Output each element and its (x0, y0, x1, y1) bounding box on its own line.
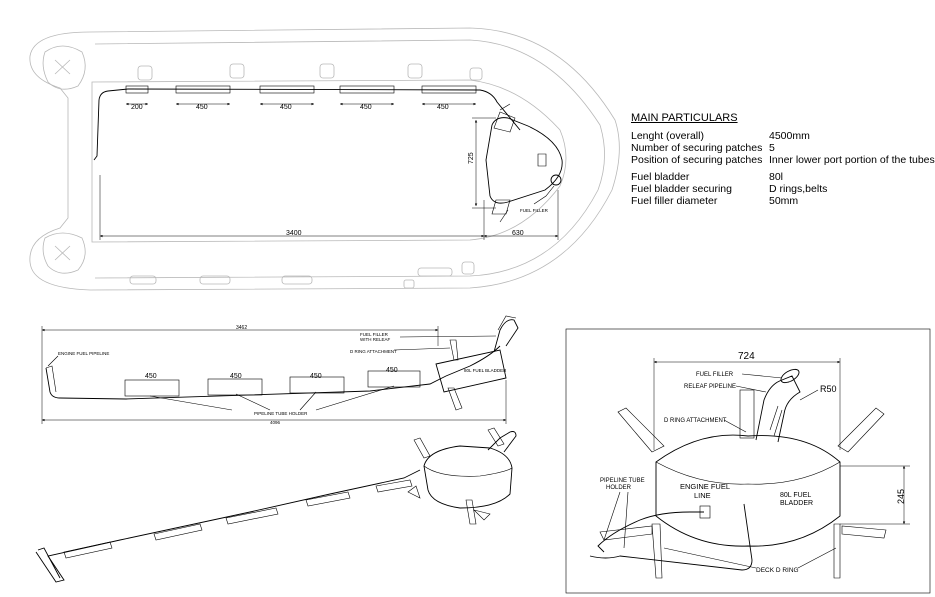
main-particulars-title: MAIN PARTICULARS (631, 112, 738, 124)
plan-patch-dim-3: 450 (280, 104, 292, 111)
detail-tube-holder-label-1: PIPELINE TUBE (600, 478, 645, 484)
side-filler-label-2: WITH RELEAF (360, 337, 391, 342)
side-fuel-bladder (435, 349, 507, 393)
detail-d-rings (599, 407, 887, 579)
spec-row-patches: Number of securing patches 5 (631, 142, 931, 154)
spec-value: D rings,belts (769, 183, 828, 195)
plan-patches (125, 85, 477, 94)
side-tube-holder-label: PIPELINE TUBE HOLDER (254, 411, 308, 416)
detail-bladder-label-1: 80L FUEL (780, 492, 811, 499)
detail-bladder-label-2: BLADDER (780, 500, 813, 507)
main-particulars: MAIN PARTICULARS Lenght (overall) 4500mm… (631, 112, 935, 207)
side-total-dim: 4096 (270, 420, 281, 425)
plan-tank-offset-dim: 630 (512, 230, 524, 237)
spec-value: 5 (769, 142, 775, 154)
spec-row-bladder: Fuel bladder 80l (631, 171, 931, 183)
iso-patches (63, 479, 413, 559)
plan-dimensions: 200 450 450 450 450 3400 630 725 (99, 102, 559, 240)
iso-fuel-pipeline (35, 469, 421, 583)
spec-value: 50mm (769, 195, 799, 207)
spec-label: Number of securing patches (631, 142, 763, 154)
spec-value: 4500mm (769, 130, 810, 142)
plan-view: FUEL FILLER 200 450 450 450 450 3400 630… (29, 27, 620, 291)
spec-value: Inner lower port portion of the tubes (769, 154, 935, 166)
side-patch-dim-1: 450 (145, 373, 157, 380)
side-patch-dim-3: 450 (310, 373, 322, 380)
side-filler-label-1: FUEL FILLER (360, 332, 389, 337)
detail-fuel-bladder (655, 434, 841, 547)
detail-tube-holder-label-2: HOLDER (606, 485, 632, 491)
side-d-ring-label: D RING ATTACHMENT (350, 349, 397, 354)
detail-releaf-label: RELEAF PIPELINE (684, 384, 736, 390)
side-overall-dim: 3462 (236, 325, 247, 331)
isometric-view (35, 427, 517, 583)
spec-row-securing: Fuel bladder securing D rings,belts (631, 183, 931, 195)
detail-radius-dim: R50 (820, 384, 837, 394)
detail-d-ring-label: D RING ATTACHMENT (664, 418, 727, 424)
detail-height-dim: 245 (896, 489, 906, 504)
detail-view: 724 245 R50 FUEL FILLER RELEAF PI (565, 328, 931, 594)
iso-fuel-bladder (423, 445, 513, 509)
spec-label: Lenght (overall) (631, 130, 704, 142)
spec-label: Fuel bladder (631, 171, 690, 183)
spec-label: Position of securing patches (631, 154, 763, 166)
spec-row-position: Position of securing patches Inner lower… (631, 154, 935, 166)
detail-engine-fuel-line (597, 511, 704, 553)
detail-frame (565, 328, 931, 594)
spec-row-length: Lenght (overall) 4500mm (631, 130, 931, 142)
side-patch-dim-4: 450 (386, 367, 398, 374)
plan-patch-dim-5: 450 (437, 104, 449, 111)
plan-patch-dim-2: 450 (196, 104, 208, 111)
detail-fuel-filler (755, 375, 801, 443)
side-fuel-pipeline (45, 345, 501, 400)
spec-label: Fuel filler diameter (631, 195, 718, 207)
side-engine-pipeline-label: ENGINE FUEL PIPELINE (58, 351, 109, 356)
plan-patch-dim-1: 200 (131, 104, 143, 111)
side-patches (124, 370, 421, 397)
side-bladder-label: 80L FUEL BLADDER (464, 368, 507, 373)
detail-deck-ring-label: DECK D RING (756, 567, 799, 574)
hull-outline (29, 27, 620, 291)
detail-fuel-filler-label: FUEL FILLER (696, 372, 734, 378)
plan-fuel-pipeline (93, 88, 521, 161)
plan-fuel-filler-label: FUEL FILLER (520, 208, 549, 213)
spec-row-filler: Fuel filler diameter 50mm (631, 195, 931, 207)
detail-engine-line-label-1: ENGINE FUEL (680, 482, 730, 491)
side-view: 3462 4096 450 450 450 450 80L FUEL BLADD… (41, 315, 519, 425)
plan-patch-dim-4: 450 (360, 104, 372, 111)
plan-tank-width-dim: 725 (468, 152, 475, 164)
spec-value: 80l (769, 171, 784, 183)
plan-length-dim: 3400 (286, 230, 302, 237)
side-patch-dim-2: 450 (230, 373, 242, 380)
detail-width-dim: 724 (738, 351, 755, 362)
plan-fuel-bladder (485, 117, 563, 204)
spec-label: Fuel bladder securing (631, 183, 732, 195)
detail-engine-line-label-2: LINE (694, 491, 711, 500)
